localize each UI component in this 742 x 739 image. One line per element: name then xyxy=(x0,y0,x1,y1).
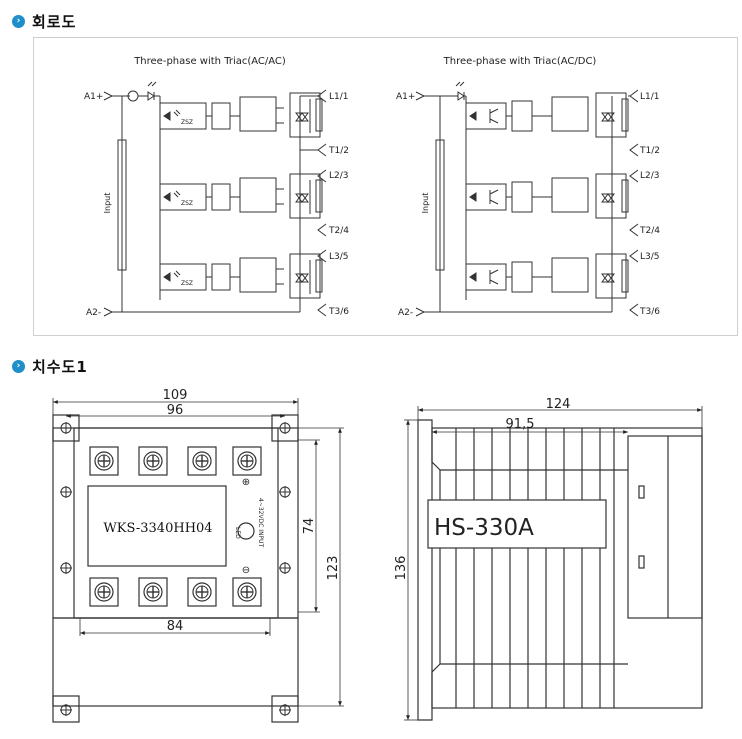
input-label-left: Input xyxy=(103,193,112,214)
zsz-label-2: ZSZ xyxy=(181,200,193,207)
terminal-a2-minus: A2- xyxy=(86,308,101,318)
terminal-l3-left: L3/5 xyxy=(329,252,349,262)
dim-front-height-outer: 123 xyxy=(326,556,341,581)
dim-side-height: 136 xyxy=(394,556,409,581)
plus-symbol: ⊕ xyxy=(242,477,250,488)
input-voltage-label: 4~32VDC INPUT xyxy=(257,498,264,548)
terminal-l2-left: L2/3 xyxy=(329,171,349,181)
model-label: WKS-3340HH04 xyxy=(103,521,212,536)
section-header-circuit: › 회로도 xyxy=(12,11,76,32)
terminal-t2-left: T2/4 xyxy=(328,226,349,236)
circuit-title-ac-dc: Three-phase with Triac(AC/DC) xyxy=(443,56,597,67)
zsz-label-3: ZSZ xyxy=(181,280,193,287)
section-title-circuit: 회로도 xyxy=(32,13,77,31)
dim-front-height-inner: 74 xyxy=(302,518,317,535)
input-label-right: Input xyxy=(421,193,430,214)
terminal-l3-right: L3/5 xyxy=(640,252,660,262)
dim-front-width-outer: 109 xyxy=(163,388,188,403)
terminal-t1-left: T1/2 xyxy=(328,146,349,156)
dim-side-width-outer: 124 xyxy=(546,397,571,412)
zsz-label-1: ZSZ xyxy=(181,119,193,126)
terminal-l1-left: L1/1 xyxy=(329,92,349,102)
terminal-t1-right: T1/2 xyxy=(639,146,660,156)
led-label: LED xyxy=(234,527,241,539)
circuit-ac-ac: Three-phase with Triac(AC/AC) A1+ A2- In… xyxy=(84,56,349,318)
dim-front-width-inner: 96 xyxy=(167,403,184,418)
terminal-l1-right: L1/1 xyxy=(640,92,660,102)
heatsink-label: HS-330A xyxy=(434,515,534,541)
chevron-right-icon: › xyxy=(12,15,25,28)
front-view-drawing xyxy=(52,414,299,723)
circuit-ac-dc: Three-phase with Triac(AC/DC) A1+ A2- In… xyxy=(396,56,660,318)
terminal-t3-left: T3/6 xyxy=(328,307,349,317)
terminal-a2-minus-right: A2- xyxy=(398,308,413,318)
dim-side-width-inner: 91,5 xyxy=(506,417,535,432)
terminal-l2-right: L2/3 xyxy=(640,171,660,181)
circuit-panel xyxy=(33,37,738,336)
circuit-title-ac-ac: Three-phase with Triac(AC/AC) xyxy=(133,56,286,67)
section-header-dimension: › 치수도1 xyxy=(12,356,88,377)
terminal-a1-plus: A1+ xyxy=(84,92,103,102)
terminal-t2-right: T2/4 xyxy=(639,226,660,236)
section-title-dimension: 치수도1 xyxy=(32,358,88,376)
chevron-right-icon: › xyxy=(12,360,25,373)
terminal-a1-plus-right: A1+ xyxy=(396,92,415,102)
terminal-t3-right: T3/6 xyxy=(639,307,660,317)
minus-symbol: ⊖ xyxy=(242,565,250,576)
dim-front-width-bottom: 84 xyxy=(167,619,184,634)
side-view-drawing xyxy=(417,419,703,721)
